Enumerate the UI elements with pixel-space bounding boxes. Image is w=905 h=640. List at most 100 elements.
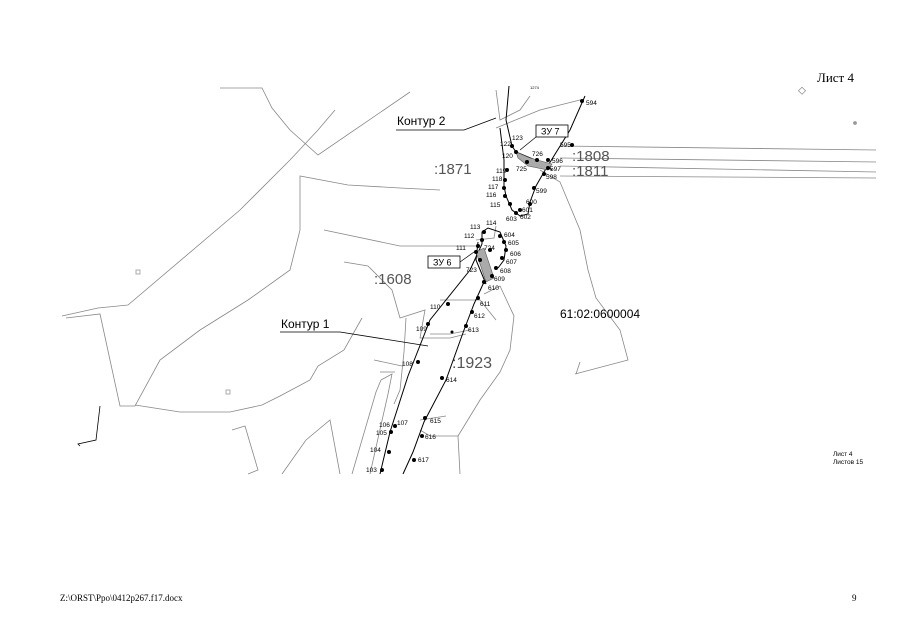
survey-point <box>505 168 509 172</box>
point-label: 118 <box>492 176 503 183</box>
survey-point <box>476 296 480 300</box>
point-label: 106 <box>379 422 390 429</box>
boundary-line <box>457 285 515 475</box>
point-label: 595 <box>560 142 571 149</box>
point-label: 604 <box>504 232 515 239</box>
map-element <box>280 117 497 347</box>
survey-line <box>475 241 487 285</box>
zu-label: ЗУ 6 <box>433 258 452 268</box>
survey-point <box>480 238 484 242</box>
boundary-line <box>559 145 877 151</box>
survey-point <box>508 202 512 206</box>
survey-point <box>446 302 450 306</box>
boundary-line <box>393 317 407 405</box>
point-label: 109 <box>416 326 427 333</box>
survey-point <box>450 330 454 334</box>
survey-point <box>502 186 506 190</box>
legend-sheets-total: Листов 15 <box>833 459 864 466</box>
top-tiny-label: 1274 <box>530 85 540 90</box>
point-label: 114 <box>486 220 497 227</box>
boundary-line <box>323 229 476 247</box>
zu7-box <box>535 124 569 138</box>
leader-line <box>459 251 475 263</box>
point-label: 110 <box>430 304 441 311</box>
point-label: 116 <box>486 192 497 199</box>
survey-points <box>380 99 584 472</box>
point-label: 617 <box>418 457 429 464</box>
boundary-line <box>495 89 531 121</box>
survey-point <box>389 430 393 434</box>
file-path: Z:\ORST\Ppo\0412p267.f17.docx <box>60 593 183 603</box>
zu6-shading <box>475 247 495 283</box>
boundary-line <box>231 425 259 475</box>
survey-point <box>525 160 529 164</box>
point-label: 597 <box>550 166 561 173</box>
survey-point <box>482 280 486 284</box>
point-label: 112 <box>464 233 475 240</box>
point-label: 605 <box>508 240 519 247</box>
parcel-label: :1811 <box>572 163 608 180</box>
survey-point <box>464 324 468 328</box>
point-label: 607 <box>506 259 517 266</box>
map-element <box>61 87 877 475</box>
parcel-label: :1871 <box>434 161 472 178</box>
survey-point <box>420 434 424 438</box>
boundary-line <box>281 419 341 475</box>
point-label: 104 <box>370 447 381 454</box>
survey-point <box>503 194 507 198</box>
survey-line <box>402 281 485 475</box>
survey-point <box>423 416 427 420</box>
parcel-label: :1808 <box>572 148 610 165</box>
survey-point <box>440 376 444 380</box>
survey-point <box>514 150 518 154</box>
parcel-label: :1608 <box>374 271 412 288</box>
survey-point <box>387 450 391 454</box>
survey-point <box>503 178 507 182</box>
legend-sheet: Лист 4 <box>833 451 853 458</box>
leader-line <box>396 117 497 131</box>
boundary-line <box>299 175 441 230</box>
boundary-line <box>220 87 411 156</box>
point-label: 596 <box>552 158 563 165</box>
quarter-label: 61:02:0600004 <box>560 307 640 321</box>
point-label: 113 <box>470 224 481 231</box>
point-label: 610 <box>488 285 499 292</box>
zu-label: ЗУ 7 <box>541 127 560 137</box>
point-label: 600 <box>526 199 537 206</box>
point-label: 723 <box>466 267 477 274</box>
boundary-line <box>134 317 363 413</box>
survey-point <box>502 240 506 244</box>
point-label: 611 <box>480 301 491 308</box>
boundary-line <box>575 361 581 375</box>
point-label: 614 <box>446 377 457 384</box>
point-label: 613 <box>468 327 479 334</box>
map-element: :1871 :1808 :1811 :1608 :1923 <box>374 148 610 372</box>
survey-point <box>504 248 508 252</box>
survey-point <box>488 248 492 252</box>
point-label: 724 <box>484 245 495 252</box>
survey-point <box>546 166 550 170</box>
point-label: 120 <box>502 153 513 160</box>
boundary-line <box>65 229 301 407</box>
boundary-line <box>343 261 467 339</box>
survey-point <box>535 158 539 162</box>
survey-point <box>412 458 416 462</box>
marker-square <box>225 389 231 395</box>
legend: Лист 4 Листов 15 <box>833 451 863 467</box>
point-label: 725 <box>516 166 527 173</box>
leader-line <box>280 331 429 347</box>
point-label: 599 <box>536 188 547 195</box>
survey-point <box>510 144 514 148</box>
boundary-line <box>351 373 393 475</box>
point-label: 123 <box>512 135 523 142</box>
boundary-line <box>77 405 101 447</box>
point-label: 119 <box>496 168 507 175</box>
boundary-line <box>61 109 336 317</box>
boundary-line <box>559 157 877 163</box>
point-label: 603 <box>506 216 517 223</box>
boundary-line <box>373 359 403 367</box>
boundary-line <box>559 175 877 179</box>
map-element: 1274 594 595 596 597 598 599 600 601 602… <box>366 85 597 474</box>
map-element <box>135 86 857 395</box>
point-label: 117 <box>488 184 499 191</box>
